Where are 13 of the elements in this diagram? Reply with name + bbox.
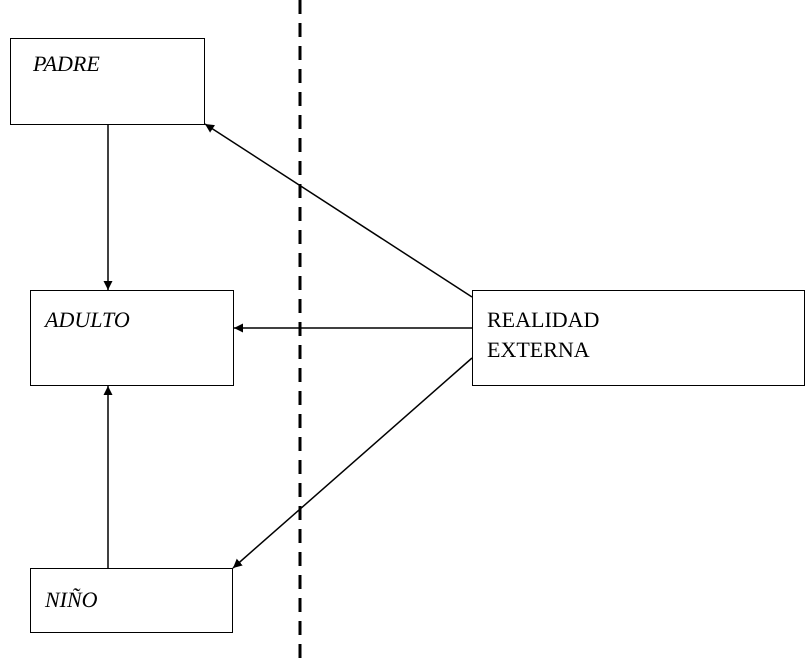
box [30, 290, 234, 386]
box-label: NIÑO [45, 586, 98, 614]
arrow [104, 125, 112, 290]
arrow [232, 357, 472, 569]
box-label: PADRE [33, 50, 100, 78]
arrow [234, 324, 472, 332]
box [10, 38, 205, 125]
arrow [104, 386, 112, 568]
arrow [204, 123, 472, 298]
box [472, 290, 805, 386]
box-label: REALIDAD EXTERNA [487, 306, 600, 364]
box [30, 568, 233, 633]
box-label: ADULTO [45, 306, 130, 334]
